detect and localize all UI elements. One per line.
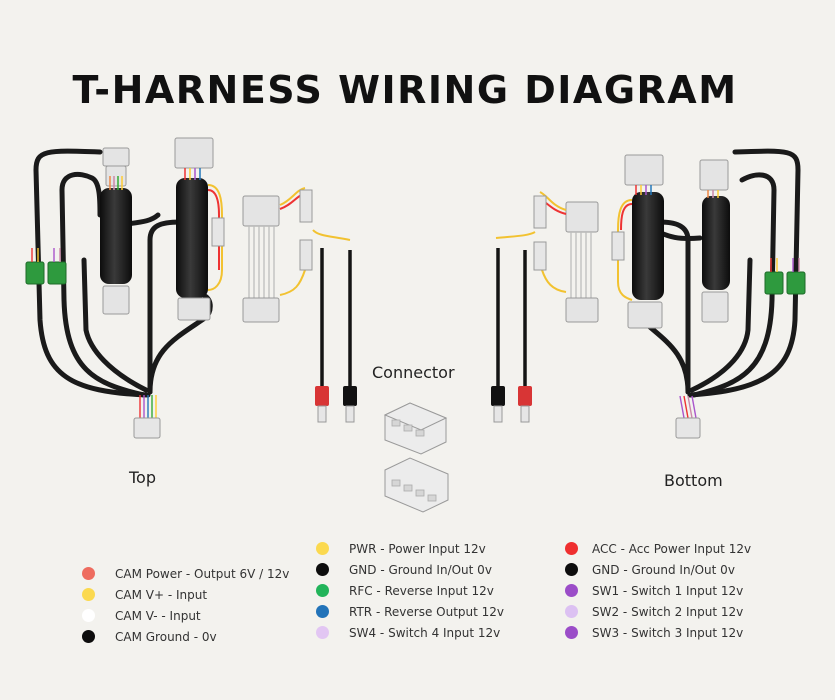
plug-connector	[133, 417, 161, 439]
color-dot	[316, 605, 329, 618]
plug-connector	[533, 195, 547, 271]
plug-connector	[611, 231, 625, 261]
connector-label: Connector	[372, 363, 455, 382]
ribbon-connector	[242, 195, 280, 227]
ribbon-connector	[565, 201, 599, 233]
color-dot	[565, 563, 578, 576]
legend-label: ACC - Acc Power Input 12v	[592, 541, 752, 556]
legend-item: CAM V- - Input	[82, 605, 289, 626]
legend-left: CAM Power - Output 6V / 12v CAM V+ - Inp…	[82, 563, 289, 647]
color-dot	[82, 609, 95, 622]
color-dot	[82, 588, 95, 601]
legend-item: RFC - Reverse Input 12v	[316, 580, 504, 601]
top-label: Top	[129, 468, 156, 487]
colored-wires	[109, 168, 201, 190]
legend-label: SW2 - Switch 2 Input 12v	[592, 604, 744, 619]
plug-connector	[675, 417, 701, 439]
legend-label: CAM V+ - Input	[115, 587, 208, 602]
legend-label: SW1 - Switch 1 Input 12v	[592, 583, 744, 598]
connector-illustration	[383, 402, 449, 513]
ribbon-connector	[242, 297, 280, 323]
legend-item: SW2 - Switch 2 Input 12v	[565, 601, 751, 622]
color-dot	[316, 542, 329, 555]
legend-label: RFC - Reverse Input 12v	[349, 583, 494, 598]
rca-plug	[343, 386, 357, 423]
plug-connector	[624, 154, 729, 329]
legend-label: CAM Power - Output 6V / 12v	[115, 566, 290, 581]
top-harness	[25, 137, 357, 439]
cable-sleeve	[632, 192, 664, 300]
legend-label: CAM Ground - 0v	[115, 629, 217, 644]
legend-item: CAM V+ - Input	[82, 584, 289, 605]
legend-label: GND - Ground In/Out 0v	[349, 562, 492, 577]
page-title: T-HARNESS WIRING DIAGRAM	[72, 68, 738, 112]
plug-connector	[211, 217, 225, 247]
legend-item: SW3 - Switch 3 Input 12v	[565, 622, 751, 643]
color-dot	[316, 626, 329, 639]
rca-plug	[491, 386, 505, 423]
cable-sleeve	[100, 188, 132, 284]
legend-label: SW3 - Switch 3 Input 12v	[592, 625, 744, 640]
legend-label: GND - Ground In/Out 0v	[592, 562, 735, 577]
rca-plug	[315, 386, 329, 423]
legend-item: ACC - Acc Power Input 12v	[565, 538, 751, 559]
legend-label: CAM V- - Input	[115, 608, 201, 623]
ribbon-connector	[565, 297, 599, 323]
legend-label: RTR - Reverse Output 12v	[349, 604, 505, 619]
legend-label: SW4 - Switch 4 Input 12v	[349, 625, 501, 640]
color-dot	[565, 605, 578, 618]
rca-plug	[518, 386, 532, 423]
cable-sleeve	[702, 196, 730, 290]
color-dot	[565, 584, 578, 597]
plug-connector	[174, 137, 214, 321]
color-dot	[82, 630, 95, 643]
legend-middle: PWR - Power Input 12v GND - Ground In/Ou…	[316, 538, 504, 643]
plug-connector	[299, 189, 313, 271]
legend-item: SW4 - Switch 4 Input 12v	[316, 622, 504, 643]
plug-connector	[102, 147, 130, 315]
color-dot	[82, 567, 95, 580]
bottom-label: Bottom	[664, 471, 723, 490]
cable-sleeve	[176, 178, 208, 298]
bottom-harness	[491, 148, 806, 439]
color-dot	[316, 563, 329, 576]
legend-item: RTR - Reverse Output 12v	[316, 601, 504, 622]
color-dot	[316, 584, 329, 597]
legend-item: SW1 - Switch 1 Input 12v	[565, 580, 751, 601]
green-connector	[25, 261, 67, 285]
legend-item: GND - Ground In/Out 0v	[316, 559, 504, 580]
legend-item: CAM Ground - 0v	[82, 626, 289, 647]
legend-label: PWR - Power Input 12v	[349, 541, 486, 556]
legend-item: PWR - Power Input 12v	[316, 538, 504, 559]
color-dot	[565, 626, 578, 639]
legend-item: CAM Power - Output 6V / 12v	[82, 563, 289, 584]
legend-right: ACC - Acc Power Input 12v GND - Ground I…	[565, 538, 751, 643]
legend-item: GND - Ground In/Out 0v	[565, 559, 751, 580]
color-dot	[565, 542, 578, 555]
green-connector	[764, 271, 806, 295]
